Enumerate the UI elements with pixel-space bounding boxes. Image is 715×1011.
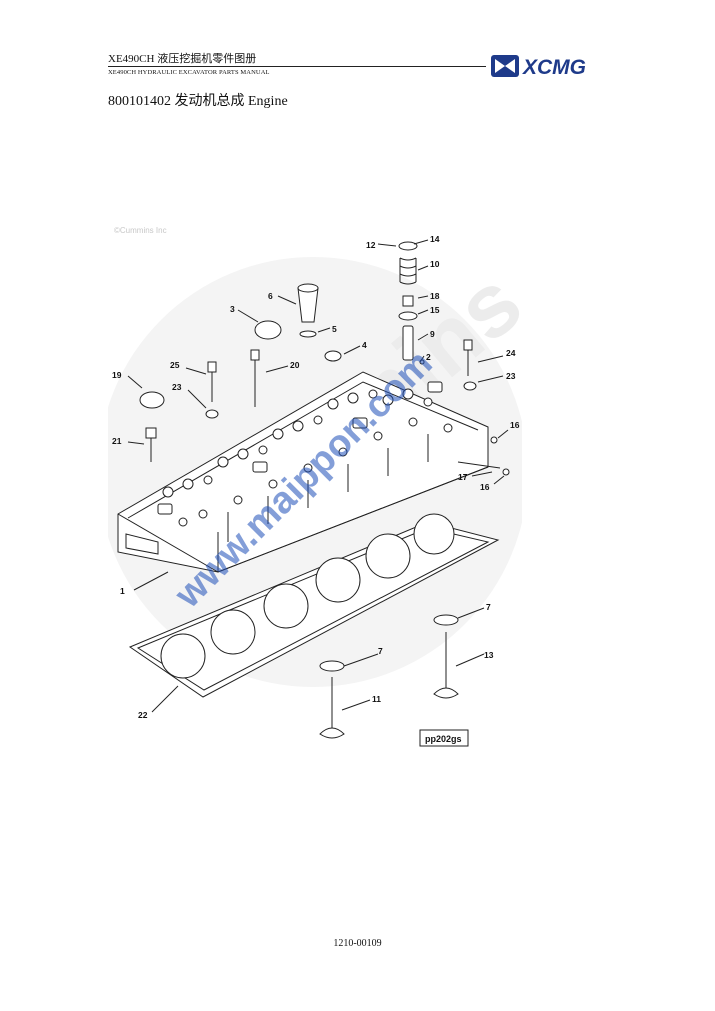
svg-text:7: 7	[378, 646, 383, 656]
svg-text:pp202gs: pp202gs	[425, 734, 462, 744]
page-number: 1210-00109	[333, 938, 382, 949]
bolt-21	[145, 427, 157, 462]
svg-text:10: 10	[430, 259, 440, 269]
document-heading: 800101402 发动机总成 Engine	[108, 94, 288, 109]
expansion-plug-19	[139, 391, 165, 409]
svg-text:16: 16	[510, 420, 520, 430]
exhaust-valve	[319, 660, 345, 739]
svg-text:19: 19	[112, 370, 122, 380]
plug-16-upper	[490, 436, 498, 444]
svg-text:18: 18	[430, 291, 440, 301]
injector-sleeve	[297, 283, 319, 338]
svg-text:20: 20	[290, 360, 300, 370]
svg-text:23: 23	[506, 371, 516, 381]
svg-text:17: 17	[458, 472, 468, 482]
svg-text:15: 15	[430, 305, 440, 315]
svg-text:12: 12	[366, 240, 376, 250]
cup-plug-4	[324, 350, 342, 362]
svg-text:6: 6	[268, 291, 273, 301]
logo-wordmark: XCMG	[522, 56, 586, 79]
washer-23-left	[205, 409, 219, 419]
expansion-plug-3	[254, 320, 282, 340]
svg-text:16: 16	[480, 482, 490, 492]
xcmg-logo: XCMG	[491, 55, 586, 79]
manual-subtitle: XE490CH HYDRAULIC EXCAVATOR PARTS MANUAL	[108, 69, 270, 76]
svg-text:22: 22	[138, 710, 148, 720]
svg-text:7: 7	[486, 602, 491, 612]
valve-spring-stack	[398, 241, 418, 361]
washer-23-right	[463, 381, 477, 391]
dowel-17	[457, 461, 501, 469]
plug-16-lower	[502, 468, 510, 476]
svg-text:1: 1	[120, 586, 125, 596]
cylinder-head	[117, 371, 489, 573]
svg-text:24: 24	[506, 348, 516, 358]
copyright-notice: ©Cummins Inc	[114, 226, 167, 235]
manual-title: XE490CH 液压挖掘机零件图册	[108, 53, 257, 65]
bolt-25	[207, 361, 217, 402]
svg-text:25: 25	[170, 360, 180, 370]
svg-text:4: 4	[362, 340, 367, 350]
header-rule	[108, 66, 486, 67]
svg-text:13: 13	[484, 650, 494, 660]
svg-text:11: 11	[372, 694, 381, 704]
svg-text:21: 21	[112, 436, 122, 446]
svg-text:9: 9	[430, 329, 435, 339]
svg-text:23: 23	[172, 382, 182, 392]
intake-valve	[433, 614, 459, 699]
reference-code-box: pp202gs	[419, 729, 469, 747]
head-gasket	[128, 513, 500, 698]
exploded-parts-diagram: Cummins ©Cummins Inc	[108, 226, 522, 747]
callout-labels: 1 2 3 4 5 6 7 7 9 10 11 12 13 14 15 16 1…	[112, 234, 520, 720]
bolt-24	[463, 339, 473, 376]
svg-text:2: 2	[426, 352, 431, 362]
svg-text:3: 3	[230, 304, 235, 314]
svg-text:5: 5	[332, 324, 337, 334]
svg-text:14: 14	[430, 234, 440, 244]
bolt-20	[250, 349, 260, 407]
